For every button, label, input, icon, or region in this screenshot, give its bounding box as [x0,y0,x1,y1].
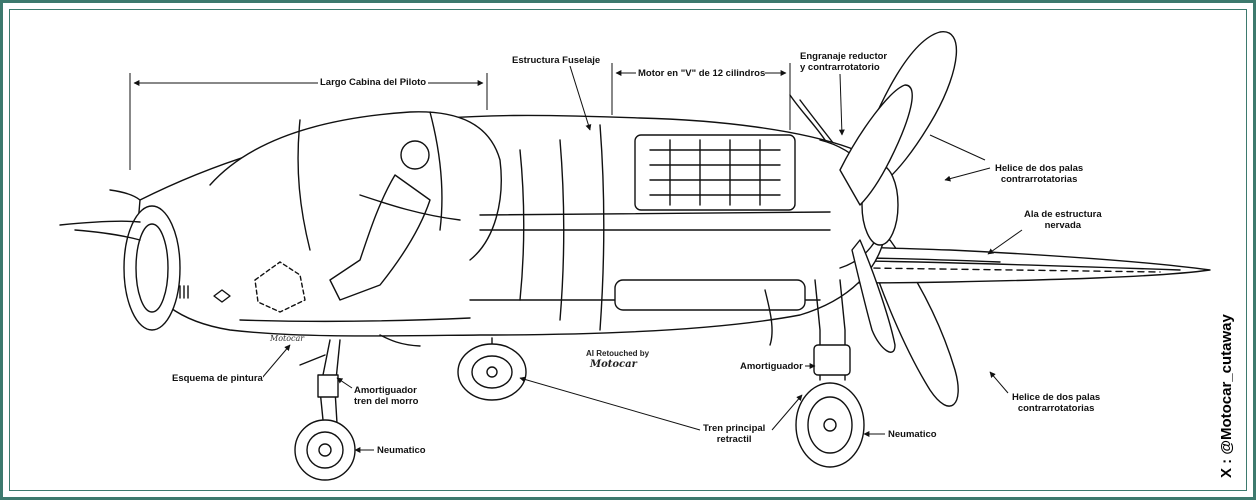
label-paint-scheme: Esquema de pintura [172,373,263,384]
label-propeller-top-line1: Helice de dos palas [995,163,1084,174]
inner-frame [9,9,1247,491]
label-cockpit-length: Largo Cabina del Piloto [320,77,427,88]
watermark: X : @Motocar_cutaway [1218,314,1235,478]
label-wing: Ala de estructura nervada [1024,209,1102,231]
label-wing-line2: nervada [1044,220,1082,231]
label-nose-shock: Amortiguador tren del morro [354,385,419,407]
label-engine: Motor en "V" de 12 cilindros [638,68,766,79]
main-landing-gear [795,279,865,468]
label-propeller-top: Helice de dos palas contrarrotatorias [995,163,1084,185]
label-propeller-bottom-line1: Helice de dos palas [1012,392,1101,403]
retouched-credit: AI Retouched by [586,349,650,358]
propeller-front-blades [839,84,913,353]
label-gear-reducer: Engranaje reductor y contrarrotatorio [800,51,888,73]
retouched-logo: Motocar [590,359,637,370]
label-main-shock: Amortiguador [740,361,803,372]
label-main-tire: Neumatico [888,429,937,440]
label-gear-reducer-line2: y contrarrotatorio [800,62,880,73]
label-nose-shock-line2: tren del morro [354,396,419,407]
nose-landing-gear [294,339,356,481]
label-propeller-top-line2: contrarrotatorias [1000,174,1078,185]
label-wing-line1: Ala de estructura [1024,209,1102,220]
fuselage-logo: Motocar [270,334,305,343]
label-nose-tire: Neumatico [377,445,426,456]
label-nose-shock-line1: Amortiguador [354,385,417,396]
label-gear-reducer-line1: Engranaje reductor [800,51,888,62]
label-main-gear-line2: retractil [716,434,752,445]
label-main-gear-line1: Tren principal [703,423,766,434]
label-main-gear: Tren principal retractil [703,423,766,445]
label-fuselage-structure: Estructura Fuselaje [512,55,601,66]
label-propeller-bottom: Helice de dos palas contrarrotatorias [1012,392,1101,414]
fuselage [59,111,899,337]
label-propeller-bottom-line2: contrarrotatorias [1017,403,1095,414]
main-gear-retracted [457,337,527,401]
